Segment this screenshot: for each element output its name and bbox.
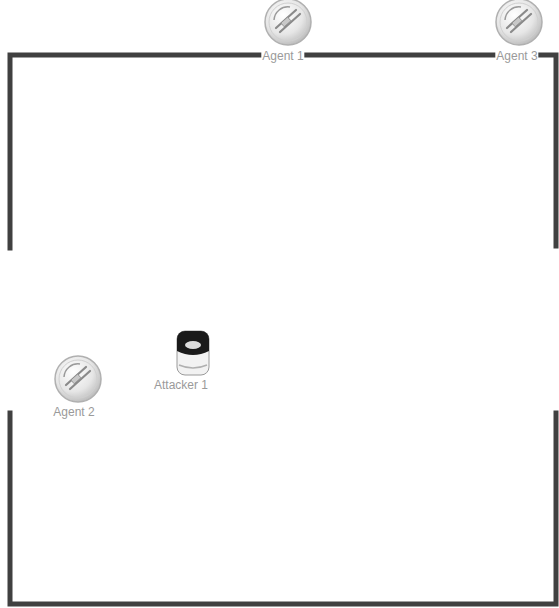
robot-label: Agent 1 bbox=[261, 49, 304, 63]
robot-label: Agent 2 bbox=[52, 405, 95, 419]
attacker-robot bbox=[177, 331, 209, 375]
agent-robot bbox=[265, 0, 311, 45]
robot-label: Attacker 1 bbox=[153, 378, 209, 392]
room-walls bbox=[10, 55, 556, 604]
robot-label: Agent 3 bbox=[495, 49, 538, 63]
agent-robot bbox=[496, 0, 542, 45]
agent-robot bbox=[55, 356, 101, 402]
